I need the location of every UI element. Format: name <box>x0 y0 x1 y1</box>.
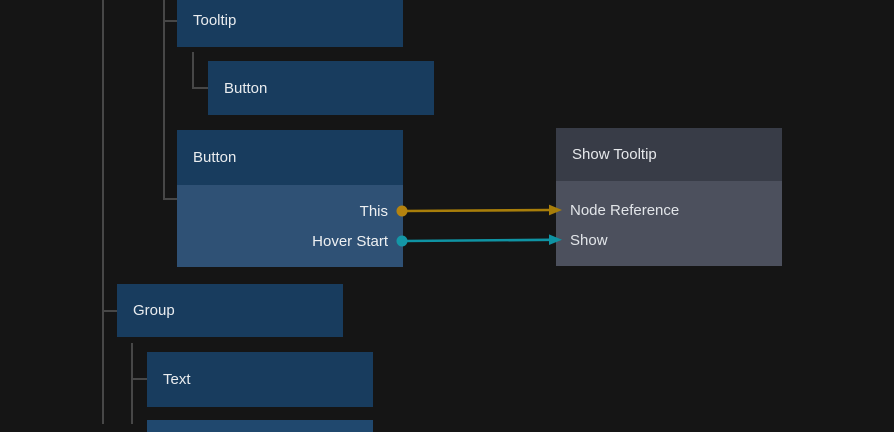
wire-this-to-node-reference[interactable] <box>403 208 551 213</box>
input-row-show[interactable]: Show <box>556 225 782 255</box>
hierarchy-node-group[interactable]: Group <box>117 284 343 337</box>
node-label: Tooltip <box>193 11 237 29</box>
port-label: Hover Start <box>312 232 388 250</box>
node-label: Text <box>163 371 191 388</box>
hierarchy-node-text[interactable]: Text <box>147 352 373 407</box>
node-label: Group <box>133 302 175 319</box>
input-label: Node Reference <box>570 201 680 219</box>
hierarchy-node-button-nested[interactable]: Button <box>208 61 434 115</box>
tree-connector-line <box>192 52 194 89</box>
tree-connector-tick <box>163 198 178 200</box>
node-port-section: This Hover Start <box>177 185 403 267</box>
tree-connector-tick <box>131 378 147 380</box>
output-port-row-hover-start[interactable]: Hover Start <box>177 226 403 256</box>
action-node-title: Show Tooltip <box>572 146 657 163</box>
wire-hover-start-to-show[interactable] <box>403 238 551 243</box>
tree-connector-line <box>131 343 133 424</box>
action-node-show-tooltip[interactable]: Show Tooltip Node Reference Show <box>556 128 782 266</box>
action-node-header[interactable]: Show Tooltip <box>556 128 782 181</box>
hierarchy-node-tooltip[interactable]: Tooltip <box>177 0 403 47</box>
hierarchy-node-partial[interactable] <box>147 420 373 432</box>
hierarchy-node-button-expanded[interactable]: Button This Hover Start <box>177 130 403 267</box>
input-row-node-reference[interactable]: Node Reference <box>556 195 782 225</box>
port-label: This <box>359 202 388 220</box>
tree-connector-tick <box>163 20 178 22</box>
tree-connector-tick <box>192 87 208 89</box>
input-label: Show <box>570 231 608 249</box>
node-label: Button <box>193 149 237 166</box>
output-port-row-this[interactable]: This <box>177 196 403 226</box>
tree-connector-line <box>163 0 165 200</box>
tree-connector-tick <box>102 310 118 312</box>
node-header[interactable]: Button <box>177 130 403 185</box>
action-node-body: Node Reference Show <box>556 181 782 266</box>
node-label: Button <box>224 79 268 97</box>
tree-connector-line <box>102 0 104 424</box>
